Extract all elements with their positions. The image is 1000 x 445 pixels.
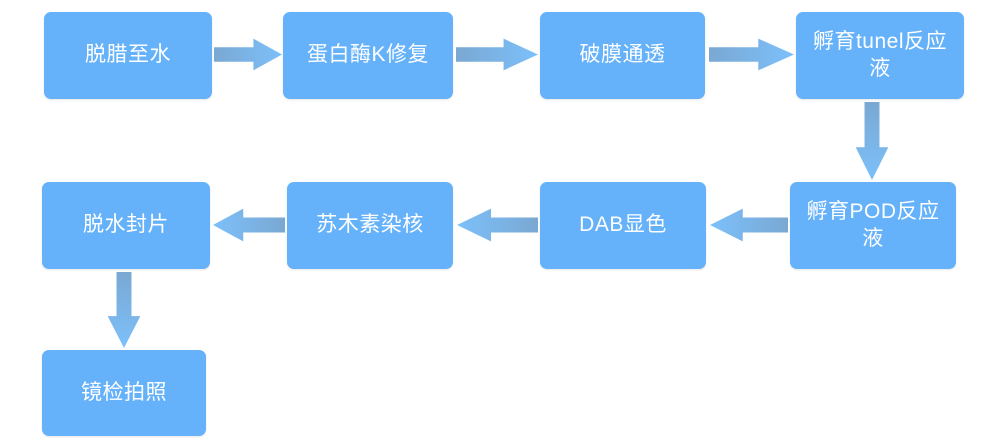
process-node-label: DAB显色 [579,213,667,237]
arrow-left-n5-to-n6 [710,208,788,242]
process-node-label: 苏木素染核 [316,213,424,237]
process-node-label: 破膜通透 [579,43,666,67]
arrow-right-n3-to-n4 [709,38,794,71]
process-node-n8[interactable]: 脱水封片 [42,182,210,269]
process-node-label: 脱水封片 [83,213,169,237]
process-node-label: 脱腊至水 [85,43,171,67]
process-node-n9[interactable]: 镜检拍照 [42,350,206,436]
process-node-n5[interactable]: 孵育POD反应液 [790,182,956,269]
process-node-n4[interactable]: 孵育tunel反应液 [796,12,964,99]
arrow-left-n7-to-n8 [213,208,285,242]
process-node-n1[interactable]: 脱腊至水 [44,12,212,99]
arrow-right-n1-to-n2 [214,38,282,71]
arrow-left-n6-to-n7 [457,208,538,242]
process-node-n3[interactable]: 破膜通透 [540,12,705,99]
process-node-label: 蛋白酶K修复 [306,43,429,67]
process-node-n2[interactable]: 蛋白酶K修复 [283,12,453,99]
process-node-n7[interactable]: 苏木素染核 [287,182,453,269]
process-node-label: 孵育POD反应液 [806,199,940,250]
process-node-n6[interactable]: DAB显色 [540,182,706,269]
arrow-down-n4-to-n5 [855,102,889,180]
arrow-right-n2-to-n3 [456,38,538,71]
arrow-down-n8-to-n9 [107,272,141,348]
process-node-label: 孵育tunel反应液 [812,29,948,80]
process-node-label: 镜检拍照 [81,380,167,404]
